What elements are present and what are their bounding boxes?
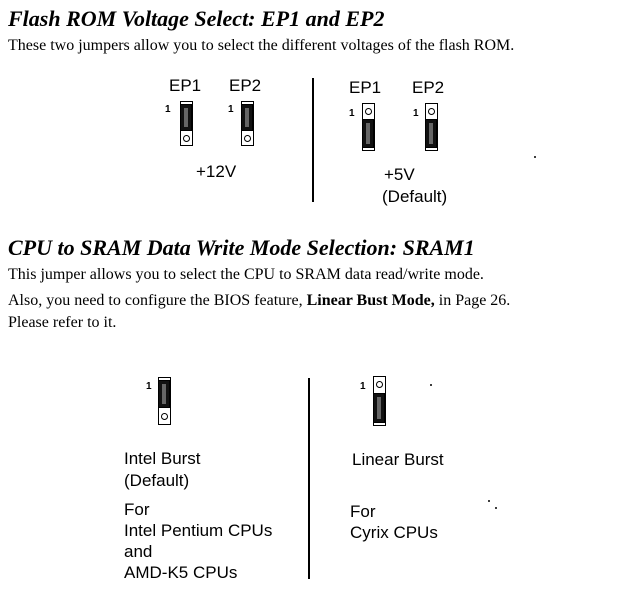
jumper-cap	[373, 393, 385, 423]
jumper-pin	[183, 135, 190, 142]
jumper-cap	[425, 119, 437, 148]
jumper-pin	[244, 135, 251, 142]
sram1-jumper-cyrix	[373, 376, 386, 426]
ep2-label-right: EP2	[412, 78, 445, 97]
amd-k5-label: AMD-K5 CPUs	[124, 563, 238, 582]
linear-burst-label: Linear Burst	[352, 450, 444, 469]
section2-line1: This jumper allows you to select the CPU…	[8, 266, 484, 283]
jumper-cap	[180, 104, 192, 131]
section2-line2: Also, you need to configure the BIOS fea…	[8, 290, 510, 312]
jumper-cap	[362, 119, 374, 148]
ep1-jumper-5v	[362, 103, 375, 151]
for-label: For	[350, 502, 376, 521]
cyrix-cpus-label: Cyrix CPUs	[350, 523, 438, 542]
pin1-marker: 1	[165, 104, 171, 115]
intel-pentium-label: Intel Pentium CPUs	[124, 521, 273, 540]
scan-speck	[534, 156, 536, 158]
bios-feature-name: Linear Bust Mode,	[306, 292, 435, 309]
default-label: (Default)	[124, 471, 190, 490]
voltage-12v-label: +12V	[196, 162, 237, 181]
vertical-divider	[308, 378, 310, 579]
ep2-jumper-12v	[241, 101, 254, 146]
ep2-label-left: EP2	[229, 76, 262, 95]
default-label: (Default)	[382, 187, 448, 206]
line2-text: Also, you need to configure the BIOS fea…	[8, 292, 307, 309]
pin1-marker: 1	[349, 108, 355, 119]
jumper-pin	[365, 108, 372, 115]
pin1-marker: 1	[228, 104, 234, 115]
and-label: and	[124, 542, 153, 561]
ep2-jumper-5v	[425, 103, 438, 151]
line2-page-ref: in Page 26.	[434, 292, 511, 309]
section1-title: Flash ROM Voltage Select: EP1 and EP2	[8, 6, 385, 31]
section2-title: CPU to SRAM Data Write Mode Selection: S…	[8, 235, 475, 260]
ep1-jumper-12v	[180, 101, 193, 146]
ep1-label-left: EP1	[169, 76, 202, 95]
scan-speck	[495, 507, 497, 509]
jumper-pin	[428, 108, 435, 115]
ep1-label-right: EP1	[349, 78, 382, 97]
jumper-cap	[158, 380, 170, 408]
scan-speck	[430, 384, 432, 386]
jumper-cap	[241, 104, 253, 131]
scan-speck	[488, 500, 490, 502]
pin1-marker: 1	[360, 381, 366, 392]
jumper-pin	[161, 413, 168, 420]
intel-burst-label: Intel Burst	[124, 449, 201, 468]
sram1-jumper-intel	[158, 377, 171, 425]
section2-line3: Please refer to it.	[8, 314, 117, 331]
pin1-marker: 1	[413, 108, 419, 119]
for-label: For	[124, 500, 150, 519]
vertical-divider	[312, 78, 314, 202]
voltage-5v-label: +5V	[384, 165, 415, 184]
jumper-pin	[376, 381, 383, 388]
pin1-marker: 1	[146, 381, 152, 392]
section1-description: These two jumpers allow you to select th…	[8, 37, 515, 54]
